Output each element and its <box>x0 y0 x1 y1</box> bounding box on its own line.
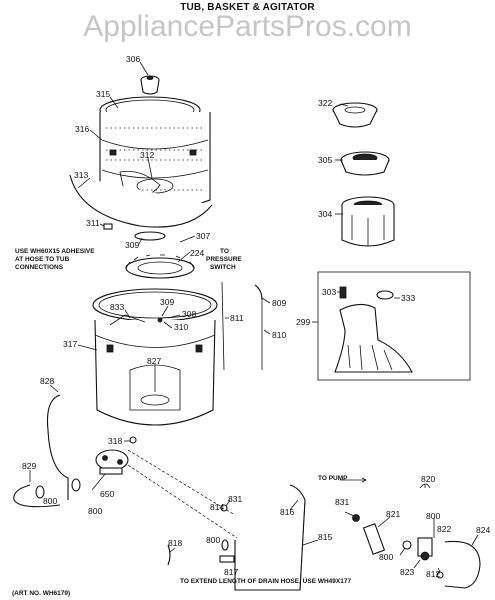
part-label-304: 304 <box>318 209 332 219</box>
part-label-299: 299 <box>296 317 310 327</box>
part-label-311: 311 <box>86 218 100 228</box>
part-label-322: 322 <box>318 98 332 108</box>
drain-hose-note: TO EXTEND LENGTH OF DRAIN HOSE, USE WH49… <box>180 578 351 585</box>
part-label-831-right: 831 <box>335 497 349 507</box>
part-label-312: 312 <box>140 150 154 160</box>
part-label-820: 820 <box>421 474 435 484</box>
part-labels: 306 315 316 312 313 311 309 307 224 322 … <box>22 54 490 579</box>
part-label-309-upper: 309 <box>125 240 139 250</box>
part-label-829: 829 <box>22 461 36 471</box>
part-label-800-b: 800 <box>88 506 102 516</box>
part-label-817: 817 <box>224 567 238 577</box>
part-label-650: 650 <box>100 489 114 499</box>
part-label-800-e: 800 <box>426 511 440 521</box>
part-label-821: 821 <box>386 509 400 519</box>
part-label-812: 812 <box>426 569 440 579</box>
part-label-828: 828 <box>40 376 54 386</box>
drain-hose-815 <box>234 484 306 591</box>
part-label-810: 810 <box>272 330 286 340</box>
agitator-cap-322 <box>332 102 378 128</box>
hose-809 <box>254 284 263 301</box>
nut-311 <box>103 223 113 230</box>
gasket-309-upper <box>134 231 166 241</box>
part-label-309-lower: 309 <box>160 297 174 307</box>
clip-820 <box>419 483 431 489</box>
part-label-307: 307 <box>196 231 210 241</box>
hose-821 <box>362 523 386 555</box>
pressure-tube-811 <box>221 281 225 371</box>
part-label-303: 303 <box>322 287 336 297</box>
tub-cover-224 <box>125 254 195 279</box>
clamp-800-b <box>71 478 81 492</box>
to-pump-note: TO PUMP <box>318 475 348 482</box>
dispenser-305 <box>340 151 390 176</box>
clamp-318 <box>129 436 137 444</box>
part-label-824: 824 <box>476 525 490 535</box>
part-label-318: 318 <box>108 436 122 446</box>
pressure-note-line-3: SWITCH <box>210 264 236 271</box>
agitator-barrel-304 <box>341 196 395 247</box>
agitator-assembly-299 <box>317 271 471 381</box>
hose-828 <box>46 394 69 500</box>
clamp-800-e <box>402 540 412 550</box>
part-label-822: 822 <box>437 524 451 534</box>
part-label-306: 306 <box>126 54 140 64</box>
part-label-833: 833 <box>110 302 124 312</box>
clamp-800-a <box>35 485 45 499</box>
snap-ring-313 <box>69 174 213 228</box>
art-number: (ART NO. WH6179) <box>12 590 70 597</box>
part-label-827: 827 <box>147 356 161 366</box>
part-label-815: 815 <box>318 532 332 542</box>
part-label-317: 317 <box>63 339 77 349</box>
part-label-310: 310 <box>174 322 188 332</box>
adhesive-note-line-2: AT HOSE TO TUB <box>15 256 70 263</box>
clamp-814 <box>220 504 228 512</box>
part-label-800-a: 800 <box>43 496 57 506</box>
part-label-315: 315 <box>96 89 110 99</box>
part-label-313: 313 <box>74 170 88 180</box>
adhesive-note-line-3: CONNECTIONS <box>15 264 64 271</box>
connector-817 <box>219 555 235 563</box>
part-label-816: 816 <box>280 507 294 517</box>
part-label-800-c: 800 <box>206 535 220 545</box>
part-label-818: 818 <box>168 538 182 548</box>
part-label-811: 811 <box>230 313 244 323</box>
part-label-823: 823 <box>400 567 414 577</box>
part-label-305: 305 <box>318 155 332 165</box>
part-label-308: 308 <box>182 309 196 319</box>
part-label-831-left: 831 <box>228 494 242 504</box>
part-label-316: 316 <box>75 124 89 134</box>
watermark: AppliancePartsPros.com <box>83 10 412 43</box>
part-label-814: 814 <box>210 502 224 512</box>
pump-650 <box>95 449 129 475</box>
clamp-800-d <box>352 514 360 522</box>
agitator-cap-306 <box>140 75 160 95</box>
pressure-note-line-1: TO <box>220 248 229 255</box>
part-label-809: 809 <box>272 298 286 308</box>
part-label-333: 333 <box>401 293 415 303</box>
pressure-note-line-2: PRESSURE <box>206 256 242 263</box>
connector-822 <box>417 537 433 561</box>
part-label-800-d: 800 <box>379 552 393 562</box>
clip-818 <box>167 544 171 566</box>
hose-824 <box>444 540 481 589</box>
adhesive-note-line-1: USE WH60X15 ADHESIVE <box>15 248 95 255</box>
diagram-title: TUB, BASKET & AGITATOR <box>180 2 315 13</box>
clamp-800-c <box>221 539 229 551</box>
part-label-224: 224 <box>190 248 204 258</box>
